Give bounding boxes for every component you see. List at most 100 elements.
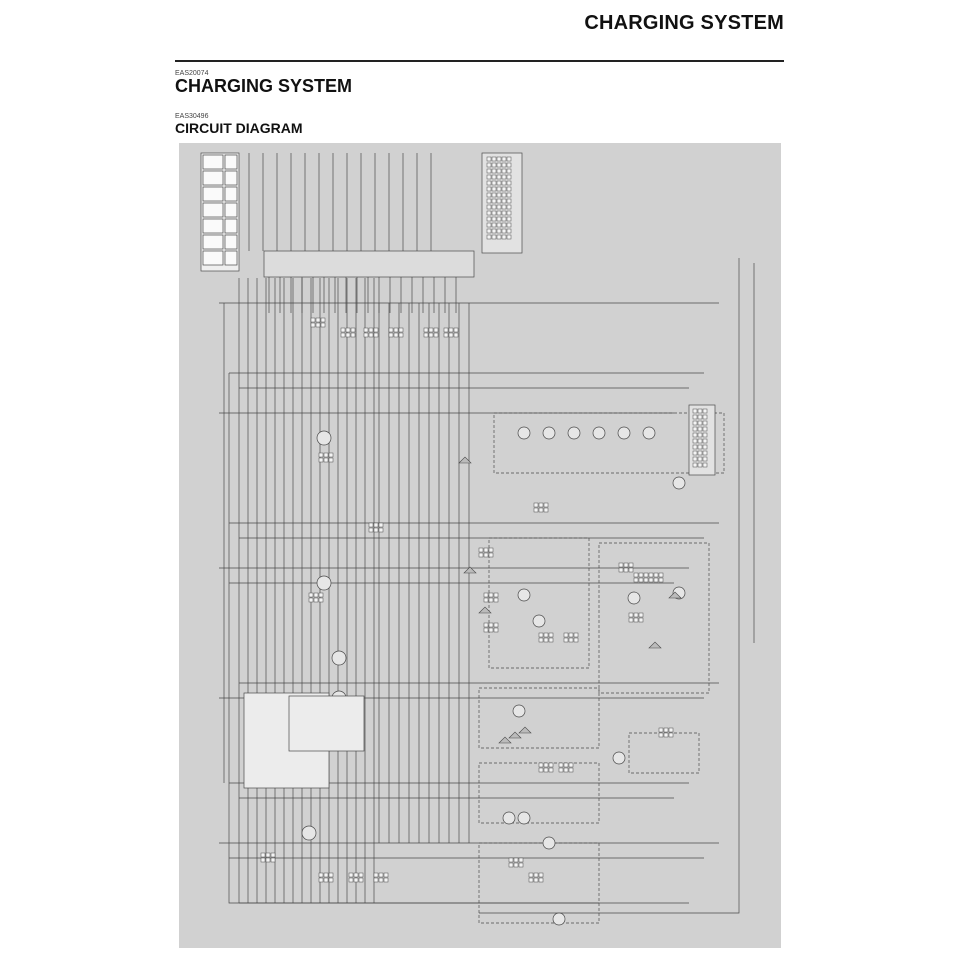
connector-pin xyxy=(433,332,439,338)
connector-pin xyxy=(308,597,314,603)
connector-pin xyxy=(628,562,634,568)
component-box xyxy=(202,234,224,250)
connector-pin xyxy=(638,617,644,623)
connector-pin xyxy=(668,732,674,738)
header-rule xyxy=(175,60,784,62)
connector-pin xyxy=(486,174,492,180)
connector-pin xyxy=(533,877,539,883)
connector-pin xyxy=(496,174,502,180)
connector-pin xyxy=(501,156,507,162)
connector-pin xyxy=(493,597,499,603)
component-outline xyxy=(598,542,710,694)
connector-pin xyxy=(318,877,324,883)
connector-pin xyxy=(543,637,549,643)
circular-component xyxy=(542,836,556,850)
component-box xyxy=(202,154,224,170)
connector-pin xyxy=(692,462,698,468)
connector-pin xyxy=(702,426,708,432)
connector-pin xyxy=(538,632,544,638)
circular-component xyxy=(301,825,317,841)
connector-pin xyxy=(496,192,502,198)
connector-pin xyxy=(506,204,512,210)
connector-pin xyxy=(501,186,507,192)
component-box xyxy=(224,250,238,266)
connector-pin xyxy=(270,852,276,858)
connector-pin xyxy=(538,507,544,513)
connector-pin xyxy=(548,762,554,768)
circular-component xyxy=(567,426,581,440)
connector-pin xyxy=(443,327,449,333)
diode-symbol xyxy=(498,736,512,744)
connector-pin xyxy=(518,862,524,868)
connector-pin xyxy=(488,627,494,633)
connector-pin xyxy=(528,872,534,878)
connector-pin xyxy=(648,577,654,583)
connector-pin xyxy=(702,420,708,426)
connector-pin xyxy=(623,567,629,573)
connector-pin xyxy=(528,877,534,883)
connector-pin xyxy=(538,502,544,508)
connector-pin xyxy=(353,872,359,878)
connector-pin xyxy=(501,222,507,228)
connector-pin xyxy=(697,450,703,456)
connector-pin xyxy=(496,198,502,204)
connector-pin xyxy=(501,198,507,204)
connector-pin xyxy=(378,877,384,883)
connector-pin xyxy=(428,327,434,333)
connector-pin xyxy=(653,577,659,583)
connector-pin xyxy=(483,622,489,628)
connector-pin xyxy=(496,162,502,168)
connector-pin xyxy=(506,162,512,168)
connector-pin xyxy=(486,222,492,228)
circular-component xyxy=(517,811,531,825)
connector-pin xyxy=(358,877,364,883)
connector-pin xyxy=(383,877,389,883)
connector-pin xyxy=(486,234,492,240)
connector-pin xyxy=(692,444,698,450)
connector-pin xyxy=(486,192,492,198)
connector-pin xyxy=(506,222,512,228)
connector-pin xyxy=(633,572,639,578)
connector-pin xyxy=(558,767,564,773)
connector-pin xyxy=(653,572,659,578)
connector-pin xyxy=(491,204,497,210)
connector-pin xyxy=(506,198,512,204)
connector-pin xyxy=(270,857,276,863)
connector-pin xyxy=(310,322,316,328)
connector-pin xyxy=(633,617,639,623)
connector-pin xyxy=(692,414,698,420)
connector-pin xyxy=(483,552,489,558)
connector-pin xyxy=(486,180,492,186)
connector-pin xyxy=(618,567,624,573)
connector-pin xyxy=(658,732,664,738)
connector-pin xyxy=(496,228,502,234)
connector-pin xyxy=(318,457,324,463)
connector-pin xyxy=(548,767,554,773)
connector-pin xyxy=(533,502,539,508)
component-box xyxy=(202,250,224,266)
connector-pin xyxy=(658,577,664,583)
connector-pin xyxy=(506,174,512,180)
connector-pin xyxy=(506,216,512,222)
component-outline xyxy=(628,732,700,774)
circular-component xyxy=(512,704,526,718)
connector-pin xyxy=(563,767,569,773)
component-box xyxy=(202,170,224,186)
wiring-diagram-svg xyxy=(200,152,755,926)
connector-pin xyxy=(563,762,569,768)
connector-pin xyxy=(313,592,319,598)
connector-pin xyxy=(643,572,649,578)
connector-pin xyxy=(568,762,574,768)
connector-pin xyxy=(518,857,524,863)
connector-pin xyxy=(501,204,507,210)
diode-symbol xyxy=(478,606,492,614)
connector-pin xyxy=(568,637,574,643)
connector-pin xyxy=(328,452,334,458)
subsection-code: EAS30496 xyxy=(175,113,209,120)
connector-pin xyxy=(702,408,708,414)
diode-symbol xyxy=(668,591,682,599)
connector-pin xyxy=(506,168,512,174)
component-box xyxy=(224,218,238,234)
connector-pin xyxy=(697,438,703,444)
connector-pin xyxy=(348,872,354,878)
